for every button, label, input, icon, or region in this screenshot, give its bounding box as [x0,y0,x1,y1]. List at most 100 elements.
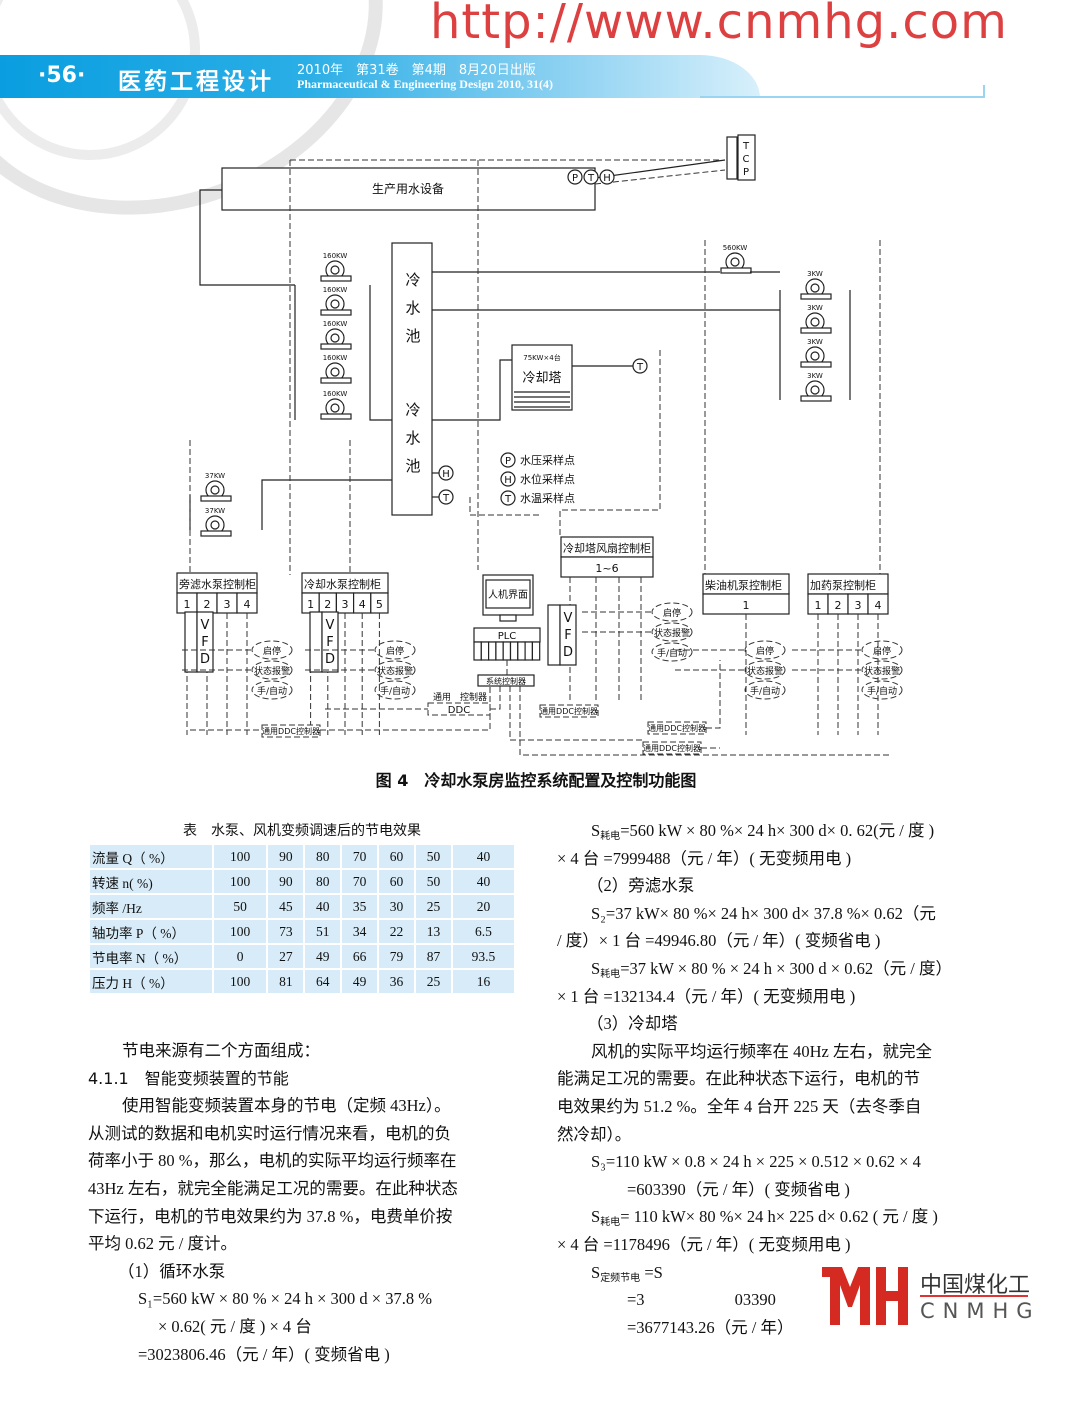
formula-line: =603390（元 / 年）( 变频省电 ) [627,1179,850,1199]
formula-line: S₂=37 kW× 80 %× 24 h× 300 d× 37.8 %× 0.6… [591,903,936,923]
pump-base [800,327,832,334]
plc-terminal [473,641,482,661]
table-cell: 22 [379,920,414,943]
formula-line: S₃=110 kW × 0.8 × 24 h × 225 × 0.512 × 0… [591,1152,921,1172]
pump-base [800,293,832,300]
subsection-heading: （2）旁滤水泵 [587,876,695,896]
vfd-box [559,604,577,666]
table-cell: 100 [214,870,267,893]
journal-name: 医药工程设计 [118,69,274,95]
cabinet-title: 柴油机泵控制柜 [705,578,782,592]
table-cell: 79 [379,945,414,968]
subsection-heading: （3）冷却塔 [587,1014,678,1034]
sensor-symbol: P [572,173,578,184]
table-cell: 50 [214,895,267,918]
vfd-letter: V [326,618,335,633]
cabinet-cell-label: 3 [224,598,231,611]
tower-spec: 75KW×4台 [523,353,561,362]
paragraph-line: 平均 0.62 元 / 度计。 [88,1234,237,1254]
signal-oval [861,680,903,700]
formula-line: =3 [627,1290,645,1310]
pump-power-label: 560KW [723,244,748,252]
pump-icon [330,403,340,413]
signal-oval [374,680,416,700]
vfd-letter: D [563,645,573,660]
pump-icon [330,333,340,343]
logo-text-cn: 中国煤化工 [920,1273,1031,1298]
table-cell: 50 [415,870,451,893]
row-label: 节电率 N（ %） [90,945,212,968]
sensor-P-icon [567,169,583,185]
ddc-label: DDC [448,705,470,716]
table-cell: 60 [379,870,414,893]
table-cell: 81 [268,970,304,993]
paragraph-line: 然冷却）。 [557,1124,632,1144]
cabinet-cell-label: 4 [875,599,882,612]
legend-P-icon [500,452,516,468]
formula-line: =3023806.46（元 / 年）( 变频省电 ) [138,1344,390,1364]
table-title: 表 水泵、风机变频调速后的节电效果 [183,823,421,839]
cabinet-cell-label: 2 [835,599,842,612]
table-cell: 66 [342,945,378,968]
header-rule [700,96,985,98]
table-cell: 6.5 [452,920,514,943]
plc-terminal [495,641,504,661]
formula-line: =S [644,1262,663,1282]
ddc-controller-box [261,724,321,738]
legend-symbol: H [504,475,512,486]
vfd-letter: F [201,635,208,650]
cabinet-cell-label: 3 [855,599,862,612]
formula-line: × 0.62( 元 / 度 ) × 4 台 [158,1316,312,1336]
table-cell: 34 [342,920,378,943]
row-label: 转速 n( %) [90,870,212,893]
pump-icon [810,385,820,395]
paragraph-line: 节电来源有二个方面组成： [122,1041,320,1060]
pump-base [200,530,232,537]
signal-label: 启停 [263,645,281,657]
paragraph-line: 下运行，电机的节电效果约为 37.8 %，电费单价按 [88,1206,453,1226]
signal-label: 手/自动 [257,685,287,697]
cabinet-title: 加药泵控制柜 [810,578,876,592]
formula-line: S₁=560 kW × 80 % × 24 h × 300 d × 37.8 % [138,1289,432,1309]
cabinet-cell-label: 1 [815,599,822,612]
vfd-letter: V [564,611,573,626]
control-line [509,686,643,741]
paragraph-line: 荷率小于 80 %，那么，电机的实际平均运行频率在 [88,1151,457,1171]
pump-base [800,395,832,402]
vfd-side-label [184,611,198,673]
pump-power-label: 160KW [323,390,348,398]
vfd-letter: V [201,618,210,633]
legend-T-icon [500,490,516,506]
table-cell: 70 [342,870,378,893]
signal-label: 手/自动 [750,685,780,697]
tcp-letter: T [742,141,750,152]
table-cell: 40 [452,845,514,868]
plc-terminal [524,641,533,661]
signal-label: 手/自动 [657,647,687,659]
signal-oval [861,640,903,660]
formula-line: × 1 台 =132134.4（元 / 年）( 无变频用电 ) [557,986,856,1006]
subscript: 定频节电 [600,1272,641,1284]
pump-icon [810,317,820,327]
pump-base [320,377,352,384]
cabinet-cell-label: 4 [244,598,251,611]
cabinet-cell-label: 5 [376,598,383,611]
control-line [706,660,721,729]
table-cell: 80 [305,845,341,868]
pump-icon [330,367,340,377]
pump-icon [730,257,740,267]
signal-label: 状态报警 [254,665,290,677]
paragraph-line: 使用智能变频装置本身的节电（定频 43Hz）。 [122,1096,451,1116]
issue-info-cn: 2010年 第31卷 第4期 8月20日出版 [297,63,536,78]
signal-oval [744,660,786,680]
plc-terminal [517,641,526,661]
ddc-general-label: 通用 控制器 [433,691,487,703]
table-cell: 20 [452,895,514,918]
table-cell: 100 [214,845,267,868]
signal-oval [861,660,903,680]
paragraph-line: 电效果约为 51.2 %。全年 4 台开 225 天（去冬季自 [557,1096,922,1116]
system-controller [477,674,535,687]
symbol-s: S [591,958,601,978]
